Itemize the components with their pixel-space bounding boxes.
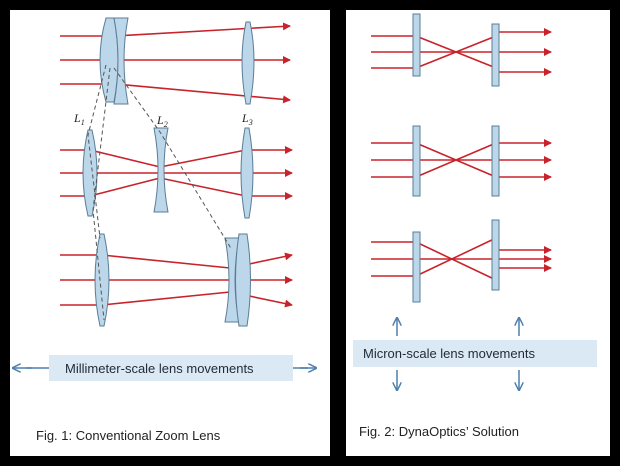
row2-lens-L1 <box>82 129 98 217</box>
millimeter-movement-label: Millimeter-scale lens movements <box>65 360 254 376</box>
figure-2-caption: Fig. 2: DynaOptics’ Solution <box>359 424 519 439</box>
rowB-right-element <box>491 125 500 197</box>
label-L3: L3 <box>241 111 253 127</box>
rowC-right-element <box>491 219 500 291</box>
figure-1-diagram: L1 L2 L3 <box>10 17 330 456</box>
figure-1-caption: Fig. 1: Conventional Zoom Lens <box>36 428 221 443</box>
rowA-right-element <box>491 23 500 87</box>
figure-1-panel: L1 L2 L3 Millimeter-scale lens movements… <box>10 10 330 456</box>
row1-lens-convex <box>99 17 119 103</box>
rowC-rays <box>371 237 552 281</box>
row3-lens-L1 <box>94 233 110 327</box>
millimeter-movement-band: Millimeter-scale lens movements <box>49 355 293 381</box>
row3-lens-L3 <box>235 233 251 327</box>
figure-2-diagram <box>371 13 552 456</box>
lens-trajectory-dashes <box>87 64 233 321</box>
rowA-left-element <box>412 13 421 77</box>
row2-lens-L2 <box>153 127 169 213</box>
row2-lenses <box>82 127 254 219</box>
rowB-rays <box>371 139 552 181</box>
micron-movement-band: Micron-scale lens movements <box>353 340 597 367</box>
label-L1: L1 <box>73 111 85 127</box>
micron-movement-label: Micron-scale lens movements <box>363 346 535 361</box>
row3-lenses <box>94 233 251 327</box>
label-L2: L2 <box>156 113 168 129</box>
figure-2-panel: Micron-scale lens movements Fig. 2: Dyna… <box>346 10 610 456</box>
row1-rays <box>60 22 291 104</box>
row1-ray-top-out <box>114 22 291 37</box>
row2-lens-L3 <box>240 127 254 219</box>
vertical-arrows <box>397 318 519 390</box>
row2-rays <box>60 146 293 200</box>
row1-ray-bottom-out <box>114 83 291 104</box>
row1-lens-L3 <box>241 21 255 105</box>
rowC-left-element <box>412 231 421 303</box>
rowA-rays <box>371 28 552 76</box>
row1-lenses <box>99 17 255 105</box>
rowB-left-element <box>412 125 421 197</box>
